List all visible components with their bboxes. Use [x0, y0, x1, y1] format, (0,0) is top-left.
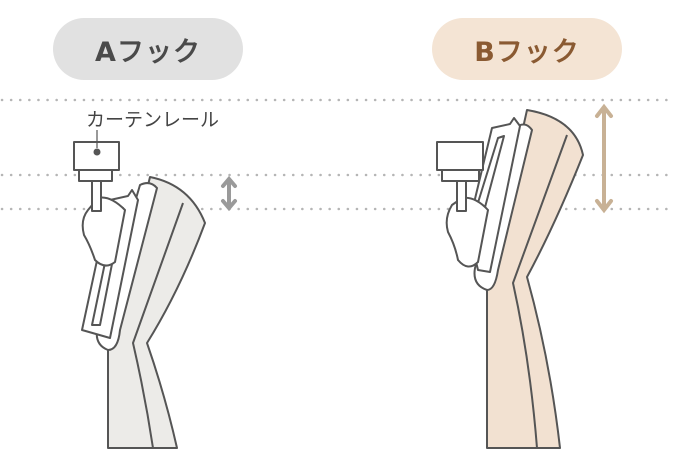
b-hook-label: Bフック	[432, 18, 622, 80]
a-hook-clip	[81, 196, 126, 267]
a-curtain-fabric	[107, 176, 206, 449]
a-hook-figure	[73, 130, 206, 449]
b-hook-figure	[436, 109, 584, 449]
b-rail-runner	[436, 141, 484, 171]
b-height-arrow	[595, 103, 613, 214]
curtain-rail-label: カーテンレール	[86, 109, 220, 131]
b-hook-clip	[445, 196, 489, 268]
a-height-arrow	[221, 175, 237, 212]
a-fabric-fold	[132, 202, 184, 449]
a-rail-runner	[73, 141, 120, 171]
b-fabric-fold	[512, 134, 568, 449]
a-runner-stem	[91, 180, 102, 212]
guide-lines	[0, 98, 675, 211]
a-hook-label: Aフック	[53, 18, 243, 80]
b-runner-stem	[456, 180, 467, 212]
